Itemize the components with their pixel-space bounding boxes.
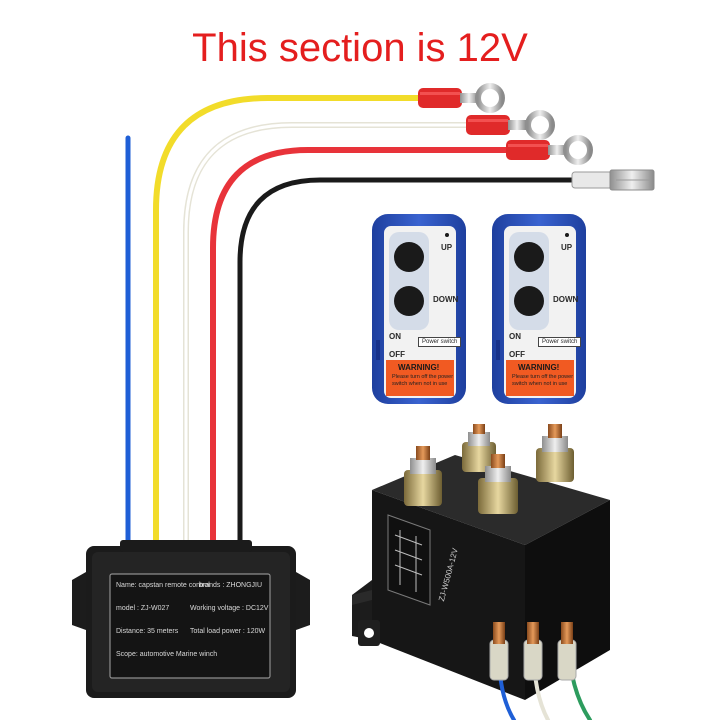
receiver-name-text: Name: capstan remote control [116,582,210,589]
terminal-post-back-left [462,424,496,472]
remote-2-up-label: UP [561,243,573,252]
remote-2-on-label: ON [509,332,521,341]
receiver-model-text: model : ZJ-W027 [116,605,170,612]
terminal-post-front-left [404,446,442,506]
receiver-voltage-text: Working voltage : DC12V [190,605,269,612]
yellow-wire [153,95,423,563]
receiver-box [72,540,310,698]
remote-1-on-label: ON [389,332,401,341]
remote-2-warning-text: Please turn off the power switch when no… [512,374,574,387]
remote-1-power-switch-label: Power switch [418,337,462,347]
red-wire [210,147,511,563]
receiver-load-power-text: Total load power : 120W [190,628,266,635]
remote-2-off-label: OFF [509,350,525,359]
terminal-post-front-center [478,454,518,514]
receiver-scope-text: Scope: automotive Marine winch [116,651,218,658]
remote-1-warning-text: Please turn off the power switch when no… [392,374,454,387]
remote-1-warning-title: WARNING! [398,363,440,372]
remote-control-2 [492,214,586,404]
wire-bundle [125,95,577,563]
terminal-post-back-right [536,424,574,482]
remote-2-power-switch-label: Power switch [538,337,582,347]
black-wire [237,177,577,563]
remote-1-off-label: OFF [389,350,405,359]
remote-2-down-label: DOWN [553,295,579,304]
black-spade-terminal [571,169,655,191]
remote-2-warning-title: WARNING! [518,363,560,372]
red-ring-terminal [506,135,593,165]
receiver-distance-text: Distance: 35 meters [116,628,179,635]
remote-1-up-label: UP [441,243,453,252]
white-wire-highlight [184,123,470,562]
yellow-ring-terminal [418,83,505,113]
white-ring-terminal [466,110,555,140]
remote-control-1 [372,214,466,404]
remote-1-down-label: DOWN [433,295,459,304]
headline: This section is 12V [192,26,528,70]
receiver-brands-text: brands : ZHONGJIU [199,582,263,589]
contactor-bottom-wires [489,622,592,720]
